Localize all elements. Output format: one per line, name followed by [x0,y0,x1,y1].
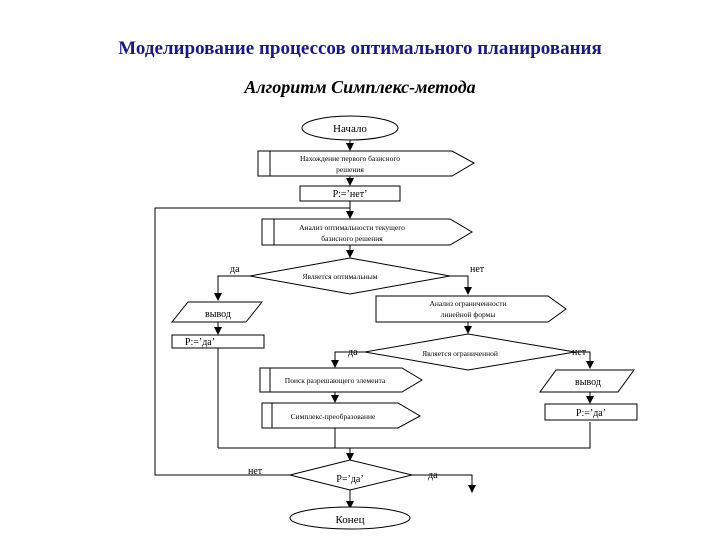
check-p-label: P=’да’ [336,474,363,485]
set-p-yes-right: P:=’да’ [544,403,638,421]
analyze-boundedness-line2: линейной формы [441,310,496,319]
is-optimal-label: Является оптимальным [302,272,377,281]
analyze-optimality-process: Анализ оптимальности текущего базисного … [261,218,473,246]
check-p-decision: P=’да’ нет да [248,459,438,491]
start-label: Начало [333,123,367,135]
is-optimal-yes: да [230,264,240,275]
is-bounded-yes: да [348,347,358,358]
set-p-yes-right-label: P:=’да’ [576,408,606,419]
is-bounded-no: нет [572,347,587,358]
page-title: Моделирование процессов оптимального пла… [118,38,602,59]
find-initial-line2: решения [336,165,364,174]
output-right: вывод [539,369,635,393]
simplex-transform-process: Симплекс-преобразование [261,402,422,429]
simplex-transform-label: Симплекс-преобразование [291,412,376,421]
output-right-label: вывод [575,377,601,388]
is-optimal-no: нет [470,264,485,275]
pivot-search-label: Поиск разрешающего элемента [285,376,386,385]
start-terminal: Начало [301,115,399,141]
check-p-yes: да [428,470,438,481]
set-p-no-label: P:=’нет’ [333,189,368,200]
connector-lines [154,140,594,509]
set-p-yes-left-label: P:=’да’ [185,337,215,348]
is-optimal-decision: Является оптимальным да нет [230,257,485,295]
end-terminal: Конец [289,506,411,530]
set-p-yes-left: P:=’да’ [171,334,265,349]
analyze-optimality-line2: базисного решения [321,234,383,243]
output-left: вывод [170,301,264,323]
end-label: Конец [336,514,365,526]
analyze-boundedness-line1: Анализ ограниченности [429,299,506,308]
page-subtitle: Алгоритм Симплекс-метода [244,77,476,97]
is-bounded-decision: Является ограниченной да нет [348,333,587,371]
is-bounded-label: Является ограниченной [422,349,498,358]
find-initial-process: Нахождение первого базисного решения [257,150,476,177]
pivot-search-process: Поиск разрешающего элемента [259,367,423,393]
check-p-no: нет [248,466,263,477]
analyze-boundedness-process: Анализ ограниченности линейной формы [375,295,567,323]
output-left-label: вывод [205,309,231,320]
find-initial-line1: Нахождение первого базисного [300,154,400,163]
set-p-no: P:=’нет’ [299,185,401,202]
analyze-optimality-line1: Анализ оптимальности текущего [299,223,405,232]
